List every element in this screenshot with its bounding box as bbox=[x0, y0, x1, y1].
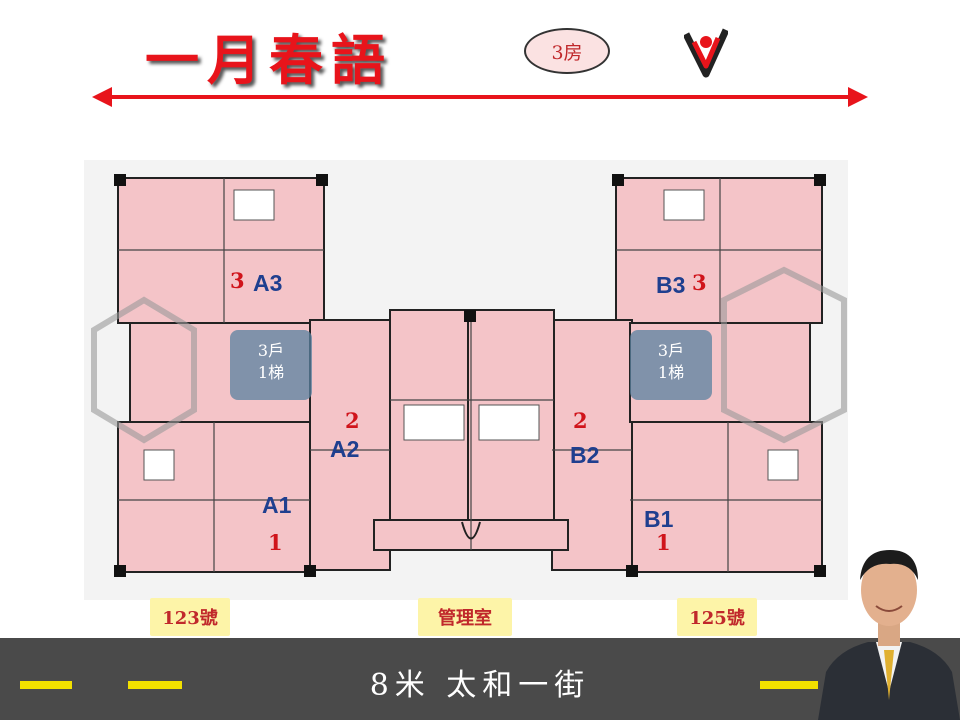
elevator-count: 1梯 bbox=[257, 363, 285, 382]
unit-a1-rooms: 1 bbox=[268, 530, 283, 555]
address-label-left: 123號 bbox=[150, 598, 230, 636]
lane-marking bbox=[128, 681, 182, 689]
rooms-badge: 3房 bbox=[524, 28, 610, 74]
double-arrow-icon bbox=[92, 87, 868, 107]
lane-marking bbox=[20, 681, 72, 689]
unit-b1-rooms: 1 bbox=[656, 530, 671, 555]
elevator-lobby-left: 3戶 1梯 bbox=[230, 330, 312, 400]
elevator-count: 1梯 bbox=[657, 363, 685, 382]
unit-b2-label: B2 bbox=[570, 442, 600, 468]
unit-a1-label: A1 bbox=[262, 492, 292, 518]
floor-plan bbox=[84, 160, 848, 600]
unit-b3-label: B3 bbox=[656, 272, 686, 298]
unit-a2-rooms: 2 bbox=[345, 408, 360, 433]
unit-a3-label: A3 bbox=[253, 270, 283, 296]
unit-b3-rooms: 3 bbox=[692, 270, 707, 295]
unit-a3-rooms: 3 bbox=[230, 268, 245, 293]
elevator-households: 3戶 bbox=[657, 341, 685, 360]
unit-b2-rooms: 2 bbox=[573, 408, 588, 433]
unit-b1-label: B1 bbox=[644, 506, 674, 532]
agent-photo bbox=[818, 550, 960, 720]
unit-a2-label: A2 bbox=[330, 436, 360, 462]
management-room-label: 管理室 bbox=[418, 598, 512, 636]
page-title: 一月春語 bbox=[145, 28, 393, 92]
elevator-lobby-right: 3戶 1梯 bbox=[630, 330, 712, 400]
check-v-logo-icon bbox=[684, 28, 728, 78]
road-name: 8米 太和一街 bbox=[369, 668, 591, 703]
road bbox=[0, 638, 960, 720]
lane-marking bbox=[760, 681, 818, 689]
elevator-households: 3戶 bbox=[257, 341, 285, 360]
address-label-right: 125號 bbox=[677, 598, 757, 636]
